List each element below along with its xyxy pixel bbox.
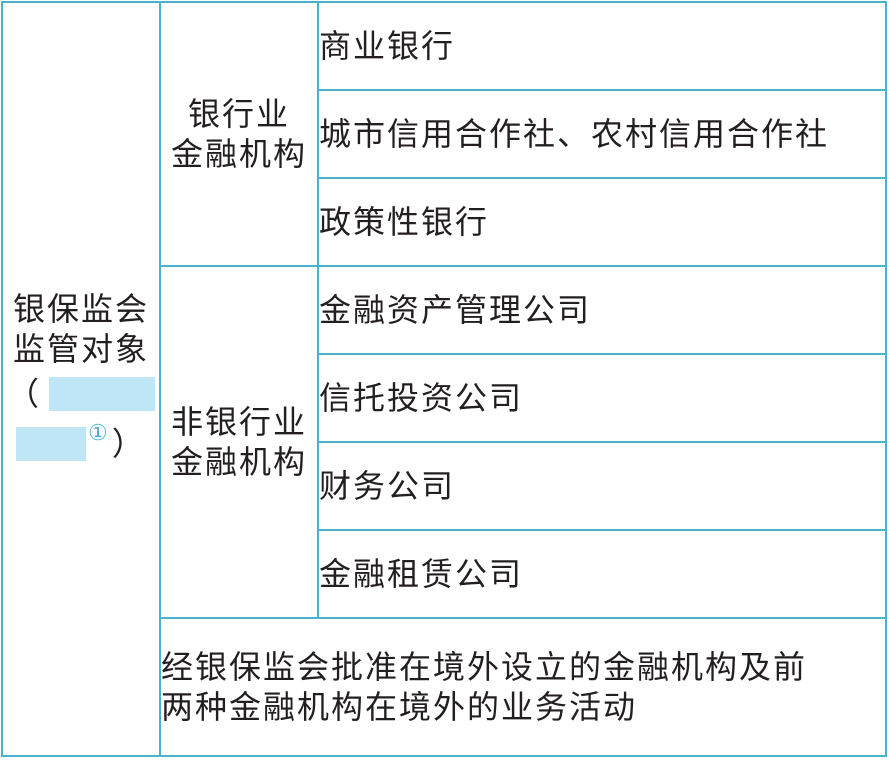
group-label-non-banking: 非银行业 金融机构 xyxy=(159,265,319,619)
subject-line2: 监管对象 xyxy=(12,330,149,368)
group-label-line1: 银行业 xyxy=(187,95,290,133)
institution-cell: 商业银行 xyxy=(317,1,887,91)
circled-one-marker: ① xyxy=(88,421,110,446)
subject-paren-line-1: （ xyxy=(3,369,159,419)
group-label-line1: 非银行业 xyxy=(170,403,307,441)
close-paren: ） xyxy=(111,425,146,463)
subject-paren-line-2: ① ） xyxy=(3,419,159,469)
institution-cell: 金融租赁公司 xyxy=(317,529,887,619)
fill-blank-box-b[interactable] xyxy=(16,427,87,461)
footer-line1: 经银保监会批准在境外设立的金融机构及前 xyxy=(161,648,808,686)
footer-cell: 经银保监会批准在境外设立的金融机构及前 两种金融机构在境外的业务活动 xyxy=(159,617,887,757)
footer-line2: 两种金融机构在境外的业务活动 xyxy=(161,688,638,726)
group-label-banking: 银行业 金融机构 xyxy=(159,1,319,267)
fill-blank-box-a[interactable] xyxy=(49,377,155,411)
subject-cell: 银保监会 监管对象 （ ① ） xyxy=(1,1,161,757)
group-label-line2: 金融机构 xyxy=(170,443,307,481)
institution-cell: 城市信用合作社、农村信用合作社 xyxy=(317,89,887,179)
institution-cell: 信托投资公司 xyxy=(317,353,887,443)
institution-cell: 财务公司 xyxy=(317,441,887,531)
institution-cell: 金融资产管理公司 xyxy=(317,265,887,355)
group-label-line2: 金融机构 xyxy=(170,135,307,173)
open-paren: （ xyxy=(6,375,41,413)
subject-line1: 银保监会 xyxy=(12,290,149,328)
institution-cell: 政策性银行 xyxy=(317,177,887,267)
